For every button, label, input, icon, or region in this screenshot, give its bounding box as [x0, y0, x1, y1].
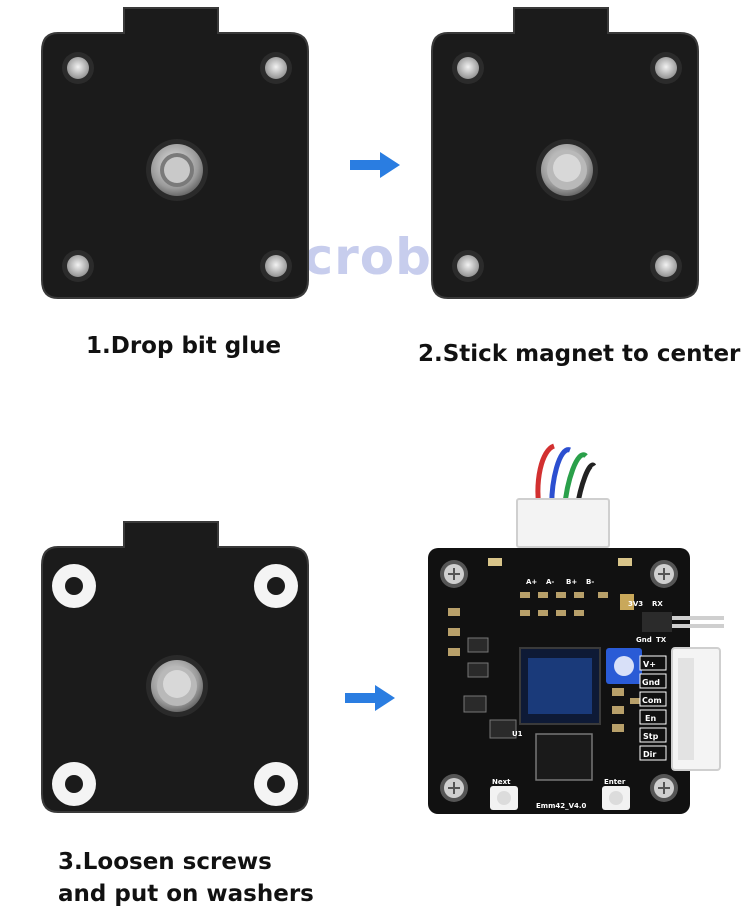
step3-caption-line2: and put on washers [58, 881, 314, 907]
motor-step1-image [41, 7, 309, 299]
next-button-label: Next [492, 778, 511, 786]
uart-label-rx: RX [652, 600, 663, 608]
arrow-right-icon [350, 152, 400, 178]
driver-board-image: A+ A- B+ B- U1 Next Enter Emm42_V4.0 3V3… [428, 548, 724, 814]
pin-label-b-minus: B- [586, 578, 594, 586]
side-pin-en: En [645, 714, 656, 723]
motor-step2-image [431, 7, 699, 299]
top-connector [516, 498, 610, 548]
side-pin-com: Com [642, 696, 662, 705]
uart-label-3v3: 3V3 [628, 600, 643, 608]
motor-step3-image [41, 521, 309, 813]
side-pin-vplus: V+ [643, 660, 656, 669]
side-pin-stp: Stp [643, 732, 659, 741]
side-pin-gnd: Gnd [642, 678, 660, 687]
pin-label-a-minus: A- [546, 578, 554, 586]
enter-button-label: Enter [604, 778, 626, 786]
arrow-right-icon [345, 685, 395, 711]
step1-caption: 1.Drop bit glue [86, 333, 282, 359]
step2-caption: 2.Stick magnet to center [418, 341, 741, 367]
uart-label-tx: TX [656, 636, 667, 644]
uart-label-gnd: Gnd [636, 636, 652, 644]
pin-label-b-plus: B+ [566, 578, 577, 586]
pin-label-a-plus: A+ [526, 578, 537, 586]
chip-mark-label: U1 [512, 730, 523, 738]
side-pin-dir: Dir [643, 750, 656, 759]
step3-caption-line1: 3.Loosen screws [58, 849, 272, 875]
board-model-label: Emm42_V4.0 [536, 802, 587, 810]
